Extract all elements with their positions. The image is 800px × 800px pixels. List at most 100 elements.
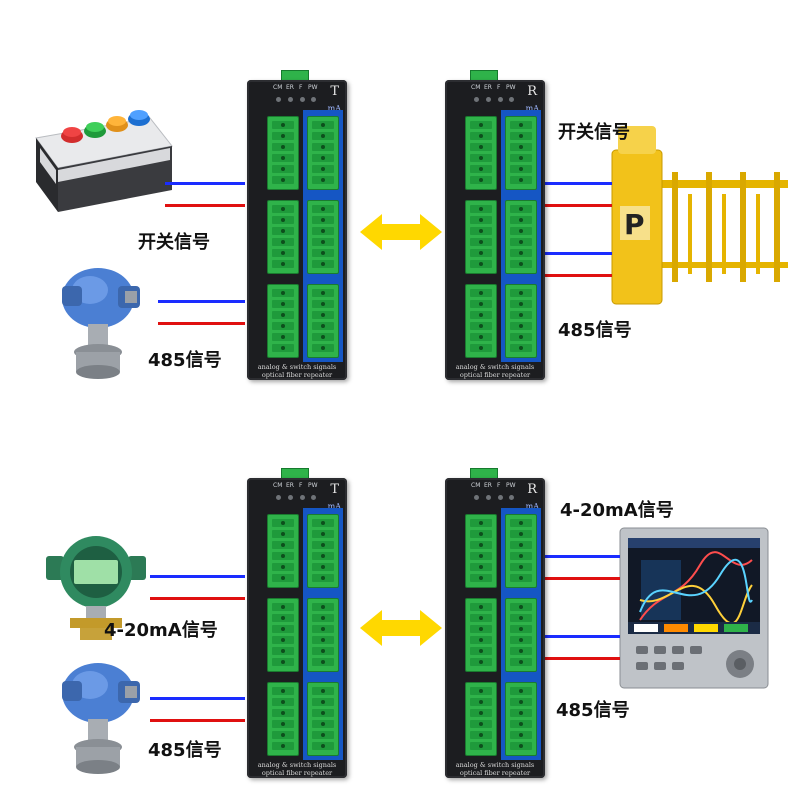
switch-signal-label: 开关信号: [558, 122, 630, 143]
terminal-pin: [312, 249, 334, 257]
terminal-block: [505, 116, 537, 190]
terminal-block: [465, 514, 497, 588]
terminal-pin: [510, 658, 532, 666]
terminal-pin: [510, 121, 532, 129]
terminal-pin: [312, 322, 334, 330]
wire-blue: [545, 635, 620, 638]
terminal-pin: [272, 519, 294, 527]
status-led: [498, 97, 503, 102]
terminal-pin: [510, 530, 532, 538]
status-led: [276, 97, 281, 102]
repeater-transmitter: CM ER F PW T mA analog & switch signals …: [247, 80, 347, 380]
terminal-block: [307, 682, 339, 756]
pressure-transmitter-icon: [62, 268, 140, 379]
terminal-pin: [470, 658, 492, 666]
bidirectional-arrow-icon: [360, 214, 442, 250]
wire-red: [158, 322, 245, 325]
terminal-pin: [510, 552, 532, 560]
terminal-block: [307, 514, 339, 588]
terminal-pin: [312, 227, 334, 235]
terminal-block: [307, 284, 339, 358]
indicator-label: ER: [286, 482, 294, 489]
terminal-pin: [272, 658, 294, 666]
terminal-pin: [470, 636, 492, 644]
indicator-label: PW: [506, 84, 516, 91]
device-type-label: T: [330, 84, 339, 99]
terminal-pin: [272, 311, 294, 319]
terminal-pin: [470, 205, 492, 213]
repeater-transmitter: CM ER F PW T mA analog & switch signals …: [247, 478, 347, 778]
terminal-pin: [510, 563, 532, 571]
status-led: [474, 495, 479, 500]
terminal-pin: [470, 238, 492, 246]
terminal-pin: [510, 519, 532, 527]
terminal-pin: [312, 333, 334, 341]
terminal-pin: [510, 709, 532, 717]
terminal-pin: [312, 687, 334, 695]
indicator-label: ER: [484, 84, 492, 91]
terminal-pin: [510, 344, 532, 352]
terminal-block: [465, 682, 497, 756]
terminal-block: [505, 200, 537, 274]
terminal-block: [267, 598, 299, 672]
indicator-label: F: [299, 482, 303, 489]
terminal-pin: [510, 720, 532, 728]
terminal-pin: [272, 249, 294, 257]
terminal-pin: [510, 731, 532, 739]
terminal-pin: [272, 344, 294, 352]
terminal-pin: [312, 574, 334, 582]
terminal-block: [505, 514, 537, 588]
terminal-pin: [272, 625, 294, 633]
terminal-pin: [272, 176, 294, 184]
terminal-pin: [470, 176, 492, 184]
status-led: [498, 495, 503, 500]
unit-label: mA: [525, 502, 539, 511]
terminal-pin: [272, 636, 294, 644]
push-button-box-icon: [35, 110, 173, 212]
terminal-pin: [510, 260, 532, 268]
terminal-pin: [272, 541, 294, 549]
status-led: [288, 495, 293, 500]
terminal-pin: [272, 603, 294, 611]
device-caption: analog & switch signals optical fiber re…: [445, 761, 545, 777]
terminal-pin: [312, 132, 334, 140]
wire-red: [545, 577, 620, 580]
barrier-gate-icon: P: [611, 126, 788, 305]
terminal-pin: [272, 614, 294, 622]
terminal-pin: [510, 311, 532, 319]
wire-red: [545, 657, 620, 660]
terminal-pin: [272, 154, 294, 162]
terminal-pin: [510, 132, 532, 140]
terminal-pin: [510, 333, 532, 341]
rs485-signal-label: 485信号: [148, 740, 222, 761]
terminal-block: [465, 116, 497, 190]
terminal-pin: [510, 614, 532, 622]
terminal-pin: [272, 742, 294, 750]
digital-transmitter-icon: [46, 536, 146, 640]
terminal-pin: [272, 552, 294, 560]
svg-text:P: P: [624, 208, 645, 241]
terminal-pin: [510, 205, 532, 213]
status-led: [509, 495, 514, 500]
terminal-pin: [312, 698, 334, 706]
terminal-pin: [470, 322, 492, 330]
terminal-pin: [470, 311, 492, 319]
device-type-label: T: [330, 482, 339, 497]
terminal-pin: [470, 742, 492, 750]
device-caption: analog & switch signals optical fiber re…: [247, 761, 347, 777]
wire-red: [545, 204, 612, 207]
unit-label: mA: [525, 104, 539, 113]
terminal-block: [465, 200, 497, 274]
terminal-pin: [510, 238, 532, 246]
terminal-pin: [272, 530, 294, 538]
terminal-pin: [312, 344, 334, 352]
indicator-label: PW: [506, 482, 516, 489]
terminal-pin: [510, 216, 532, 224]
terminal-block: [505, 598, 537, 672]
terminal-pin: [470, 614, 492, 622]
wire-blue: [545, 252, 612, 255]
terminal-pin: [510, 165, 532, 173]
terminal-pin: [470, 165, 492, 173]
switch-signal-label: 开关信号: [138, 232, 210, 253]
terminal-pin: [272, 563, 294, 571]
